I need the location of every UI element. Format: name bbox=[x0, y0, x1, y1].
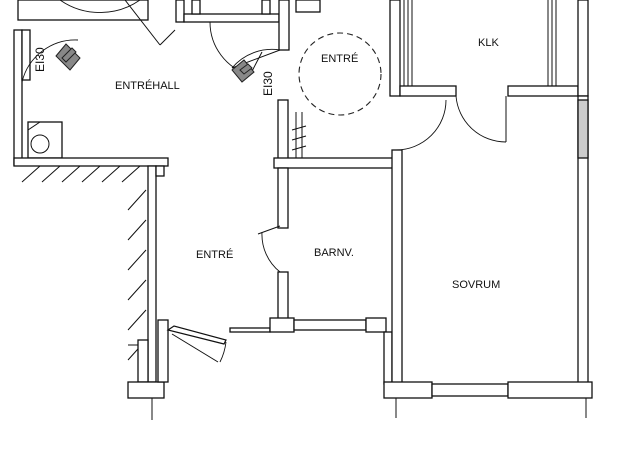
hall-bottom-wall bbox=[13, 157, 169, 183]
bathroom-fixture-icon bbox=[27, 121, 63, 159]
room-label-barnv: BARNV. bbox=[314, 247, 354, 259]
central-vertical-wall bbox=[257, 99, 397, 385]
klk-walls bbox=[389, 0, 589, 151]
turning-circle bbox=[298, 32, 382, 116]
room-label-sovrum: SOVRUM bbox=[452, 279, 500, 291]
radiator-icon bbox=[291, 112, 307, 158]
lower-left-wall bbox=[127, 165, 165, 420]
fire-door-closer-icon bbox=[231, 59, 255, 83]
room-label-entrehall: ENTRÉHALL bbox=[115, 79, 180, 92]
fire-rating-left-text: EI30 bbox=[33, 47, 47, 72]
stair-top-left bbox=[17, 0, 176, 46]
fire-rating-left: EI30 bbox=[33, 47, 47, 72]
room-label-entre-upper: ENTRÉ bbox=[321, 52, 358, 65]
entrehall-left-wall bbox=[13, 29, 79, 166]
room-label-klk: KLK bbox=[478, 37, 499, 49]
fire-rating-right-text: EI30 bbox=[261, 71, 275, 96]
room-label-entre-lower: ENTRÉ bbox=[196, 248, 233, 261]
fire-door-closer-icon bbox=[55, 43, 81, 71]
fire-rating-right: EI30 bbox=[261, 71, 275, 96]
sovrum-walls bbox=[383, 95, 593, 418]
upper-central-walls bbox=[175, 0, 321, 76]
lower-entre-door bbox=[157, 319, 271, 383]
